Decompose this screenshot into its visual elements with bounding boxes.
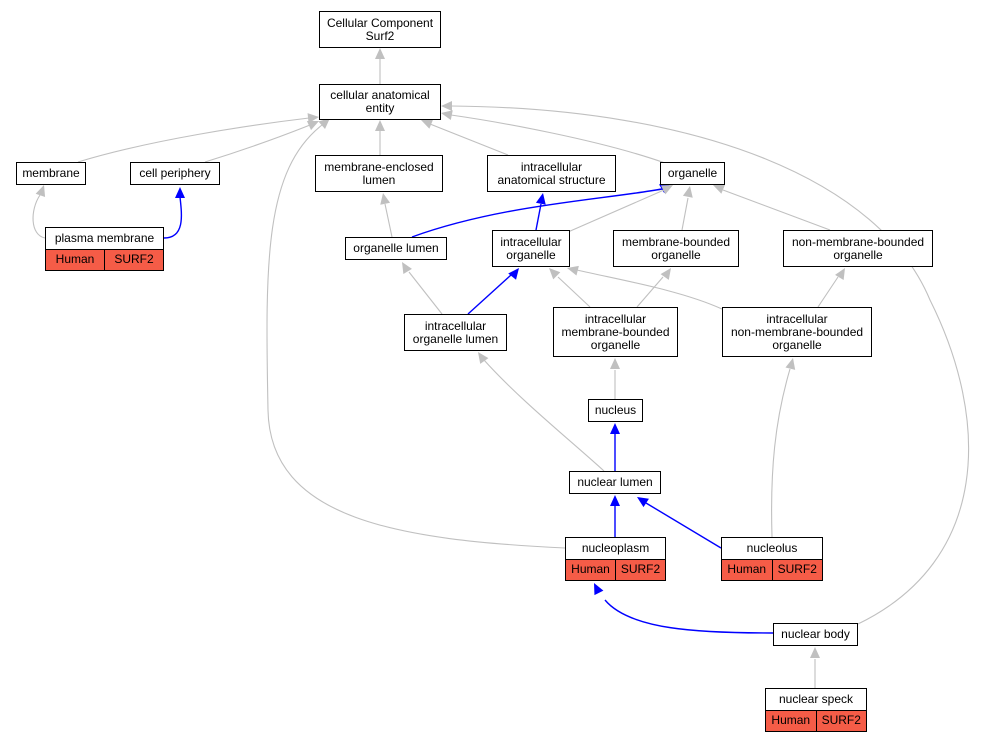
nuclear-speck-annotation: Human SURF2 (765, 711, 867, 732)
arrowhead-nuclearBody-to-nucleoplasm (594, 583, 604, 596)
edge-plasmaMembrane-to-membrane (32, 194, 46, 239)
node-nucleolus[interactable]: nucleolus (721, 537, 823, 560)
edge-cellPeriphery-to-cae (204, 124, 311, 163)
node-nuclear-body[interactable]: nuclear body (773, 623, 858, 646)
node-intracellular-organelle-lumen[interactable]: intracellular organelle lumen (404, 314, 507, 351)
edge-organelleLumen-to-mel (384, 203, 393, 238)
arrowhead-inmbo-to-nmbo (835, 268, 845, 281)
edge-ias-to-cae (429, 123, 509, 156)
node-intracellular-anatomical-structure[interactable]: intracellular anatomical structure (487, 155, 616, 192)
node-non-membrane-bounded-organelle[interactable]: non-membrane-bounded organelle (783, 230, 933, 267)
organism-label: Human (727, 562, 767, 576)
node-intracellular-organelle[interactable]: intracellular organelle (492, 230, 570, 267)
edge-imbo-to-io (557, 276, 591, 308)
arrowhead-io-to-organelle (660, 185, 673, 195)
edge-imbo-to-mbo (636, 276, 664, 308)
edge-organelleLumen-to-organelle (411, 188, 663, 238)
edge-inmbo-to-io (576, 269, 723, 310)
arrowhead-nucleolus-to-nuclearLumen (637, 497, 649, 508)
edge-iol-to-io (467, 274, 512, 315)
arrowhead-iol-to-io (508, 268, 519, 280)
arrowhead-iol-to-organelleLumen (402, 262, 412, 275)
edge-organelle-to-cae (450, 114, 666, 164)
gene-label: SURF2 (771, 560, 823, 580)
arrowhead-nuclearBody-to-cae (441, 101, 452, 111)
node-intracellular-membrane-bounded-organelle[interactable]: intracellular membrane-bounded organelle (553, 307, 678, 357)
arrowhead-nmbo-to-organelle (713, 184, 726, 194)
arrowhead-imbo-to-mbo (660, 268, 671, 280)
edge-io-to-ias (535, 203, 542, 231)
edge-nuclearBody-to-cae (450, 105, 970, 625)
gene-label: SURF2 (815, 711, 867, 731)
edge-membrane-to-cae (77, 117, 310, 163)
node-nuclear-speck[interactable]: nuclear speck (765, 688, 867, 711)
node-cell-periphery[interactable]: cell periphery (130, 162, 220, 185)
nucleolus-annotation: Human SURF2 (721, 560, 823, 581)
arrowhead-ias-to-cae (421, 119, 434, 129)
organism-label: Human (771, 713, 811, 727)
arrowhead-organelle-to-cae (441, 110, 453, 121)
gene-label: SURF2 (615, 560, 665, 580)
node-membrane-enclosed-lumen[interactable]: membrane-enclosed lumen (315, 155, 443, 192)
edge-nuclearBody-to-nucleoplasm (604, 599, 774, 634)
plasma-membrane-annotation: Human SURF2 (45, 250, 164, 271)
edge-io-to-organelle (567, 189, 665, 233)
node-organelle-lumen[interactable]: organelle lumen (345, 237, 447, 260)
arrowhead-nucleolus-to-inmbo (785, 358, 796, 370)
edge-nuclearLumen-to-iol (483, 359, 605, 472)
arrowhead-cae-to-root (375, 48, 385, 59)
arrowhead-imbo-to-io (549, 268, 561, 280)
organism-label: Human (571, 562, 610, 576)
node-membrane-bounded-organelle[interactable]: membrane-bounded organelle (613, 230, 739, 267)
nucleoplasm-annotation: Human SURF2 (565, 560, 666, 581)
arrowhead-plasmaMembrane-to-membrane (35, 185, 46, 198)
node-membrane[interactable]: membrane (16, 162, 86, 185)
node-organelle[interactable]: organelle (660, 162, 725, 185)
arrowhead-membrane-to-cae (307, 113, 319, 124)
arrowhead-io-to-ias (535, 193, 546, 205)
arrowhead-plasmaMembrane-to-cellPeriphery (175, 187, 185, 198)
node-nuclear-lumen[interactable]: nuclear lumen (569, 471, 661, 494)
arrowhead-nuclearLumen-to-iol (478, 352, 489, 364)
arrowhead-mbo-to-organelle (682, 186, 693, 198)
edge-nucleolus-to-nuclearLumen (645, 502, 722, 549)
arrowhead-nuclearLumen-to-nucleus (610, 423, 620, 434)
edge-mbo-to-organelle (681, 197, 689, 231)
edge-plasmaMembrane-to-cellPeriphery (163, 196, 183, 239)
arrowhead-nucleoplasm-to-nuclearLumen (610, 495, 620, 506)
node-nucleus[interactable]: nucleus (588, 399, 643, 422)
node-cellular-anatomical-entity[interactable]: cellular anatomical entity (319, 84, 441, 120)
node-cellular-component-surf2[interactable]: Cellular Component Surf2 (319, 11, 441, 48)
edge-nucleoplasm-to-cae (266, 124, 566, 549)
arrowhead-nucleus-to-imbo (610, 358, 620, 369)
edge-iol-to-organelleLumen (408, 271, 443, 315)
node-intracellular-non-membrane-bounded-organelle[interactable]: intracellular non-membrane-bounded organ… (722, 307, 872, 357)
arrowhead-organelleLumen-to-mel (380, 193, 391, 205)
organism-label: Human (55, 252, 95, 266)
edge-inmbo-to-nmbo (817, 276, 839, 308)
arrowhead-cellPeriphery-to-cae (306, 120, 319, 131)
gene-label: SURF2 (104, 250, 163, 270)
edge-nmbo-to-organelle (722, 189, 831, 231)
node-nucleoplasm[interactable]: nucleoplasm (565, 537, 666, 560)
arrowhead-nucleoplasm-to-cae (318, 118, 330, 130)
arrowhead-mel-to-cae (375, 120, 385, 131)
arrowhead-inmbo-to-io (567, 265, 579, 276)
node-plasma-membrane[interactable]: plasma membrane (45, 227, 164, 250)
edge-nucleolus-to-inmbo (771, 368, 791, 538)
arrowhead-nuclearSpeck-to-nuclearBody (810, 647, 820, 658)
